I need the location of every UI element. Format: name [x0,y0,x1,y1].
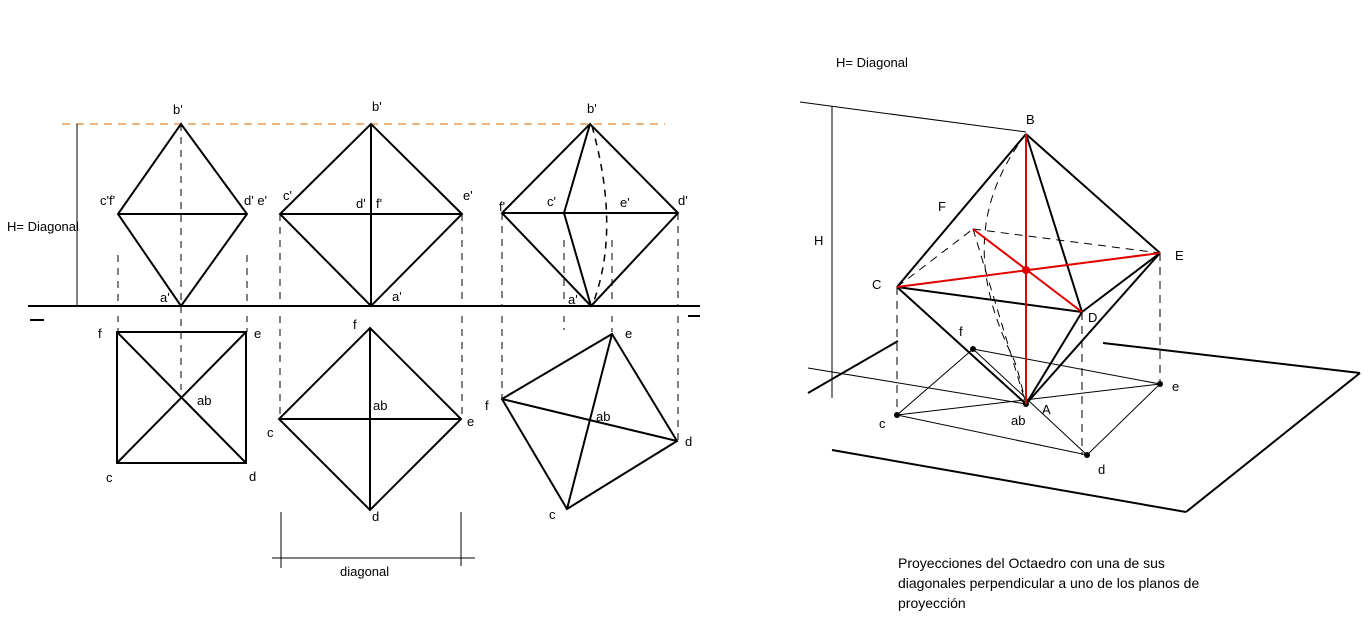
v1-de-prime: d' e' [244,193,267,208]
v1-f: f [98,326,102,341]
v3-f-prime: f' [499,199,505,214]
axo-ab: ab [1011,413,1025,428]
v2-d: d [372,509,379,524]
v1-d: d [249,469,256,484]
view1-elevation [116,122,249,308]
v2-e: e [467,414,474,429]
horizontal-plane-front [831,449,1187,513]
axo-c: c [879,416,886,431]
orthographic-views: H= Diagonal b' c'f' d' e' a' f e c d ab [7,99,700,579]
axo-d: d [1098,462,1105,477]
axo-C: C [872,277,881,292]
axo-e: e [1172,379,1179,394]
v3-a-prime: a' [568,292,578,307]
v3-f: f [485,398,489,413]
view1-plan [116,331,247,464]
diagonal-label: diagonal [340,564,389,579]
figure-caption: Proyecciones del Octaedro con una de sus… [898,553,1258,613]
v2-f-prime: f' [376,196,382,211]
v3-e: e [625,326,632,341]
horizontal-plane-back [1102,342,1361,374]
axo-F: F [938,199,946,214]
v3-b-prime: b' [587,101,597,116]
axonometric-view: H= Diagonal H [799,55,1361,513]
v2-b-prime: b' [372,99,382,114]
view3-elevation [500,122,680,308]
axo-h-label: H [814,233,823,248]
v2-c: c [267,425,274,440]
axo-B: B [1026,112,1035,127]
caption-line-2: diagonales perpendicular a uno de los pl… [898,575,1200,591]
caption-line-3: proyección [898,595,966,611]
v2-ab: ab [373,398,387,413]
axo-projection-dashes [896,133,1161,455]
horizontal-plane-left [807,340,899,394]
v2-d-prime: d' [356,196,366,211]
v1-cf-prime: c'f' [100,193,115,208]
v1-ab: ab [197,393,211,408]
horizontal-plane-near [807,367,1027,405]
axo-f: f [959,324,963,339]
h-diagonal-label-right: H= Diagonal [836,55,908,70]
view2-elevation [278,122,464,308]
v3-e-prime: e' [620,195,630,210]
octahedron-edges [896,133,1161,405]
v2-e-prime: e' [463,188,473,203]
horizontal-plane-right [1185,372,1361,513]
v3-ab: ab [596,409,610,424]
v3-c-prime: c' [547,194,556,209]
axo-A: A [1042,402,1051,417]
caption-line-1: Proyecciones del Octaedro con una de sus [898,555,1165,571]
v3-c: c [549,507,556,522]
v3-d: d [685,434,692,449]
v2-c-prime: c' [283,188,292,203]
view2-plan [277,326,463,512]
center-point [1022,266,1030,274]
v1-e: e [254,326,261,341]
axo-D: D [1088,310,1097,325]
v1-c: c [106,470,113,485]
v1-a-prime: a' [160,290,170,305]
v1-b-prime: b' [173,102,183,117]
vertical-plane-top [799,101,1027,133]
v2-a-prime: a' [392,289,402,304]
v3-d-prime: d' [678,193,688,208]
view3-plan [500,332,679,511]
h-diagonal-label-left: H= Diagonal [7,219,79,234]
v2-f: f [353,317,357,332]
axo-E: E [1175,248,1184,263]
view3-hidden-edge [591,125,608,307]
